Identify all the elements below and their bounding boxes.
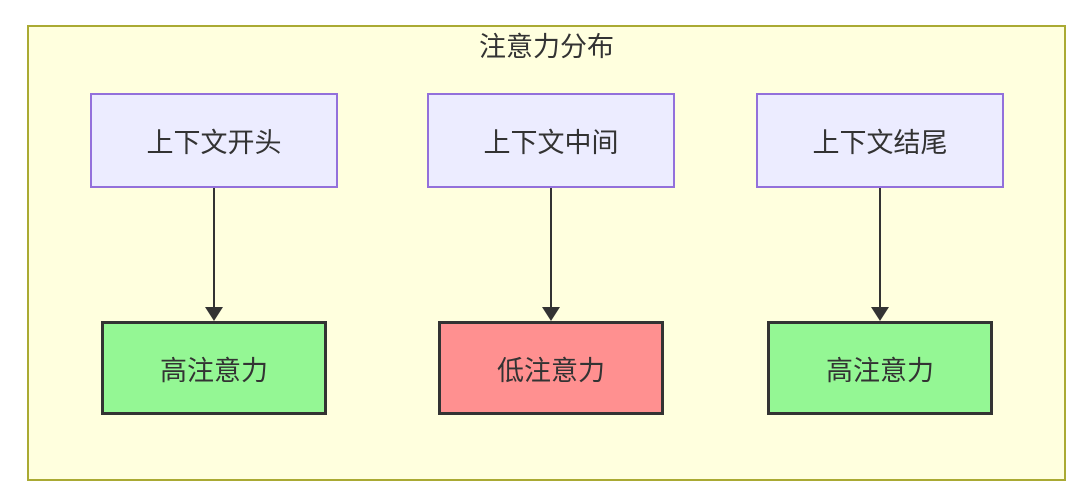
source-node-context-middle: 上下文中间 [427,93,675,188]
source-node-context-middle-label: 上下文中间 [483,128,619,158]
result-node-high-attention-2-label: 高注意力 [826,355,934,386]
arrow-down-icon [213,188,215,309]
arrow-down-head-icon [542,307,560,321]
arrow-down-icon [550,188,552,309]
source-node-context-start: 上下文开头 [90,93,338,188]
diagram-title: 注意力分布 [479,32,614,62]
source-node-context-end-label: 上下文结尾 [812,128,948,158]
arrow-down-head-icon [871,307,889,321]
source-node-context-end: 上下文结尾 [756,93,1004,188]
arrow-down-head-icon [205,307,223,321]
result-node-high-attention-1: 高注意力 [101,321,327,415]
arrow-down-icon [879,188,881,309]
result-node-high-attention-1-label: 高注意力 [160,355,268,386]
source-node-context-start-label: 上下文开头 [146,128,282,158]
result-node-low-attention-label: 低注意力 [497,355,605,386]
result-node-high-attention-2: 高注意力 [767,321,993,415]
result-node-low-attention: 低注意力 [438,321,664,415]
